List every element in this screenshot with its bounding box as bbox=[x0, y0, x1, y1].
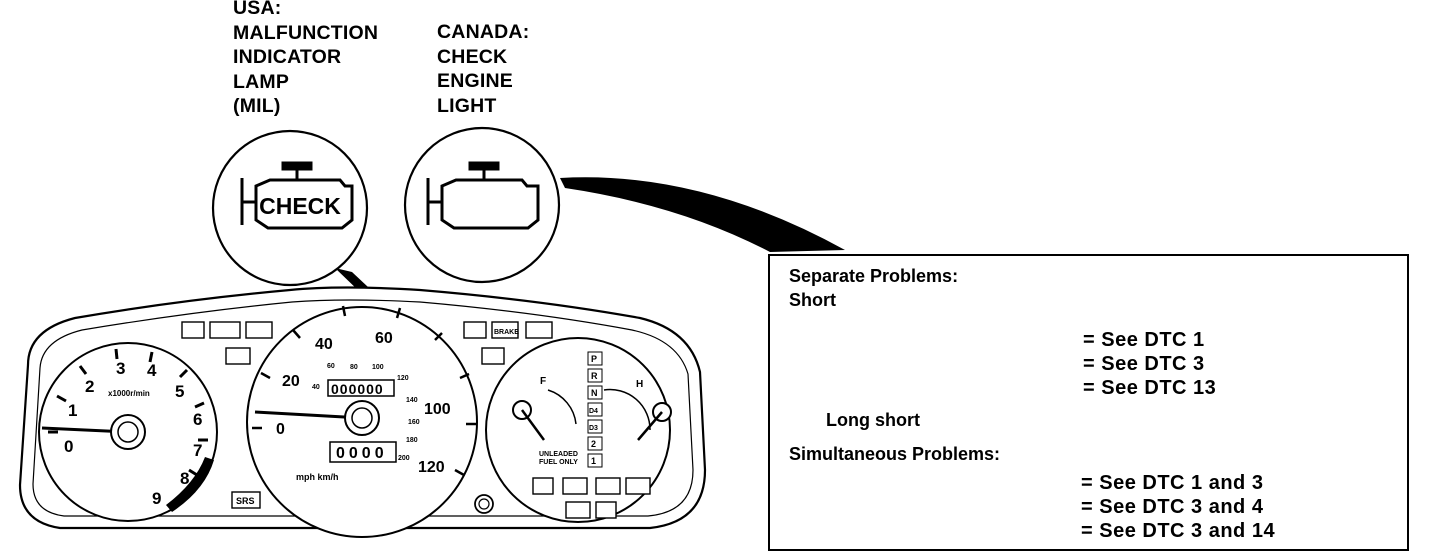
speed-kmh-60: 60 bbox=[327, 363, 335, 370]
tach-number-4: 4 bbox=[147, 361, 157, 380]
engine-icon bbox=[426, 161, 540, 230]
usa-label: USA: MALFUNCTION INDICATOR LAMP (MIL) bbox=[233, 0, 378, 119]
unleaded-note-1: UNLEADED bbox=[539, 451, 578, 458]
speed-kmh-160: 160 bbox=[408, 419, 420, 426]
tach-number-3: 3 bbox=[116, 359, 125, 378]
tach-number-9: 9 bbox=[152, 489, 161, 508]
fuel-full-mark: F bbox=[540, 376, 546, 387]
temp-hot-mark: H bbox=[636, 379, 643, 390]
canada-label-line: LIGHT bbox=[437, 94, 497, 117]
gear-d3: D3 bbox=[589, 425, 598, 432]
speed-unit: mph km/h bbox=[296, 472, 339, 482]
speed-kmh-80: 80 bbox=[350, 364, 358, 371]
gear-1: 1 bbox=[591, 456, 596, 466]
long-short-label: Long short bbox=[826, 410, 920, 430]
dtc-row-text: = See DTC 1 and 3 bbox=[1081, 472, 1264, 494]
dtc-row-text: = See DTC 13 bbox=[1083, 377, 1217, 399]
usa-label-line: LAMP bbox=[233, 70, 290, 93]
speed-kmh-120: 120 bbox=[397, 375, 409, 382]
canada-lamp-pointer bbox=[560, 177, 845, 252]
usa-label-line: (MIL) bbox=[233, 95, 281, 117]
dtc-row-text: = See DTC 1 bbox=[1083, 329, 1205, 351]
lamp-check-text: CHECK bbox=[259, 193, 341, 219]
brake-label: BRAKE bbox=[494, 329, 519, 336]
speed-mph-0: 0 bbox=[276, 421, 285, 438]
speed-mph-20: 20 bbox=[282, 373, 300, 390]
simultaneous-problems-heading: Simultaneous Problems: bbox=[789, 444, 1001, 464]
usa-label-line: USA: bbox=[233, 0, 282, 19]
usa-label-line: INDICATOR bbox=[233, 46, 342, 68]
tach-number-7: 7 bbox=[193, 441, 202, 460]
canada-label-line: CHECK bbox=[437, 45, 508, 68]
speed-mph-120: 120 bbox=[418, 459, 445, 476]
tach-number-6: 6 bbox=[193, 410, 202, 429]
usa-mil-lamp: CHECK bbox=[211, 129, 369, 287]
tachometer: 0 1 2 3 4 5 6 7 8 9 x1000r/min bbox=[38, 342, 218, 522]
tach-number-1: 1 bbox=[68, 401, 77, 420]
dtc-row-text: = See DTC 3 and 4 bbox=[1081, 496, 1264, 518]
odometer bbox=[327, 379, 395, 397]
usa-label-line: MALFUNCTION bbox=[233, 21, 379, 44]
tach-number-5: 5 bbox=[175, 382, 184, 401]
engine-icon bbox=[240, 161, 354, 230]
top-indicator-lamps bbox=[181, 321, 553, 365]
bottom-indicator-lamps bbox=[532, 477, 651, 519]
gear-d4: D4 bbox=[589, 408, 598, 415]
canada-label-line: CANADA: bbox=[437, 21, 530, 43]
separate-problems-heading: Separate Problems: bbox=[789, 266, 959, 286]
unleaded-note-2: FUEL ONLY bbox=[539, 459, 578, 466]
dtc-row-text: = See DTC 3 bbox=[1083, 353, 1205, 375]
speed-mph-60: 60 bbox=[375, 330, 393, 347]
gear-2: 2 bbox=[591, 439, 596, 449]
tach-number-8: 8 bbox=[180, 469, 189, 488]
odometer-value: 000000 bbox=[331, 381, 384, 397]
tach-number-0: 0 bbox=[64, 437, 73, 456]
tach-number-2: 2 bbox=[85, 377, 94, 396]
srs-label: SRS bbox=[236, 496, 255, 506]
fuel-temp-gauge: F H UNLEADED FUEL ONLY P R N D4 D3 2 1 bbox=[485, 337, 672, 523]
trip-reset-knob bbox=[474, 494, 494, 514]
speed-kmh-40: 40 bbox=[312, 384, 320, 391]
tach-unit: x1000r/min bbox=[108, 389, 150, 398]
speed-kmh-100: 100 bbox=[372, 364, 384, 371]
short-label: Short bbox=[789, 290, 836, 310]
speed-mph-100: 100 bbox=[424, 401, 451, 418]
gear-r: R bbox=[591, 371, 598, 381]
gear-n: N bbox=[591, 388, 598, 398]
canada-label-line: ENGINE bbox=[437, 70, 513, 92]
canada-check-engine-lamp bbox=[403, 126, 561, 284]
gear-indicator: P R N D4 D3 2 1 bbox=[587, 351, 603, 468]
speed-mph-40: 40 bbox=[315, 336, 333, 353]
speedometer: 0 20 40 60 100 120 40 60 80 100 120 140 … bbox=[246, 305, 478, 538]
trip-value: 0000 bbox=[336, 445, 388, 462]
blink-code-box bbox=[768, 254, 1409, 551]
speed-kmh-180: 180 bbox=[406, 437, 418, 444]
srs-lamp bbox=[231, 491, 261, 509]
canada-label: CANADA: CHECK ENGINE LIGHT bbox=[437, 20, 529, 118]
instrument-cluster: 0 1 2 3 4 5 6 7 8 9 x1000r/min bbox=[18, 286, 707, 538]
gear-p: P bbox=[591, 354, 597, 364]
dtc-row-text: = See DTC 3 and 14 bbox=[1081, 520, 1276, 542]
trip-meter bbox=[329, 441, 397, 463]
speed-kmh-140: 140 bbox=[406, 397, 418, 404]
speed-kmh-200: 200 bbox=[398, 455, 410, 462]
